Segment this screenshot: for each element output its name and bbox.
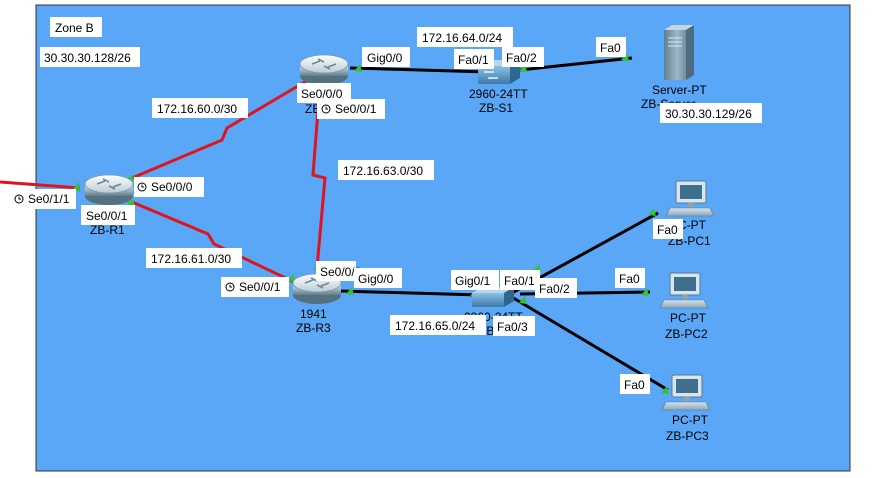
svg-text:Se0/0/1: Se0/0/1 bbox=[335, 102, 377, 116]
pc2-name: ZB-PC2 bbox=[665, 327, 708, 341]
serial-link-r1-r3 bbox=[131, 200, 297, 285]
pc1-icon[interactable] bbox=[665, 180, 715, 217]
pc3-name: ZB-PC3 bbox=[666, 429, 709, 443]
s1-model: 2960-24TT bbox=[469, 87, 528, 101]
port-r2-se001: Se0/0/1 bbox=[317, 99, 385, 119]
port-s2-fa01: Fa0/1 bbox=[500, 270, 540, 290]
network-r1-r2: 172.16.60.0/30 bbox=[152, 98, 248, 118]
svg-text:30.30.30.129/26: 30.30.30.129/26 bbox=[665, 107, 752, 121]
svg-text:Se0/0/1: Se0/0/1 bbox=[239, 280, 281, 294]
port-pc2-fa0: Fa0 bbox=[615, 268, 645, 288]
svg-text:Fa0: Fa0 bbox=[619, 272, 640, 286]
r1-name: ZB-R1 bbox=[90, 223, 125, 237]
port-r1-se001: Se0/0/1 bbox=[81, 205, 135, 225]
svg-text:Se0/0/0: Se0/0/0 bbox=[320, 265, 362, 279]
server-icon[interactable] bbox=[664, 25, 694, 80]
svg-text:Fa0/2: Fa0/2 bbox=[539, 282, 570, 296]
port-s1-fa02: Fa0/2 bbox=[502, 47, 544, 67]
port-s1-fa01: Fa0/1 bbox=[454, 49, 494, 69]
server-ip: 30.30.30.129/26 bbox=[660, 103, 762, 123]
r3-model: 1941 bbox=[300, 307, 327, 321]
pc3-model: PC-PT bbox=[672, 413, 709, 427]
ethernet-link-r3-s2 bbox=[339, 289, 481, 297]
r3-name: ZB-R3 bbox=[296, 321, 331, 335]
svg-text:172.16.64.0/24: 172.16.64.0/24 bbox=[422, 31, 502, 45]
port-r2-se000: Se0/0/0 bbox=[297, 83, 351, 103]
ethernet-link-s1-server bbox=[519, 56, 633, 72]
svg-text:Fa0: Fa0 bbox=[600, 41, 621, 55]
svg-text:Gig0/1: Gig0/1 bbox=[455, 274, 491, 288]
svg-text:Fa0/2: Fa0/2 bbox=[506, 51, 537, 65]
svg-text:Gig0/0: Gig0/0 bbox=[358, 272, 394, 286]
svg-text:172.16.63.0/30: 172.16.63.0/30 bbox=[343, 164, 423, 178]
port-r2-gig00: Gig0/0 bbox=[362, 47, 410, 67]
port-r3-se000: Se0/0/0 bbox=[316, 261, 362, 281]
svg-text:Se0/0/0: Se0/0/0 bbox=[301, 87, 343, 101]
svg-text:Fa0: Fa0 bbox=[624, 378, 645, 392]
port-r3-se001: Se0/0/1 bbox=[221, 277, 289, 297]
network-r2-lan: 172.16.64.0/24 bbox=[417, 27, 513, 47]
port-server-fa0: Fa0 bbox=[596, 37, 626, 57]
svg-text:172.16.60.0/30: 172.16.60.0/30 bbox=[157, 102, 237, 116]
svg-text:Se0/1/1: Se0/1/1 bbox=[28, 192, 70, 206]
port-r1-se011: Se0/1/1 bbox=[10, 189, 76, 209]
port-s2-fa02: Fa0/2 bbox=[535, 278, 577, 298]
pc3-icon[interactable] bbox=[661, 374, 711, 411]
svg-text:Zone B: Zone B bbox=[55, 21, 94, 35]
port-s2-fa03: Fa0/3 bbox=[493, 316, 535, 336]
pc2-icon[interactable] bbox=[659, 272, 709, 309]
serial-link-r1-r2 bbox=[131, 78, 309, 180]
svg-text:Fa0/1: Fa0/1 bbox=[504, 274, 535, 288]
svg-text:30.30.30.128/26: 30.30.30.128/26 bbox=[44, 51, 131, 65]
svg-text:172.16.65.0/24: 172.16.65.0/24 bbox=[395, 319, 475, 333]
svg-text:Se0/0/1: Se0/0/1 bbox=[86, 209, 128, 223]
svg-text:Gig0/0: Gig0/0 bbox=[367, 51, 403, 65]
serial-link-r2-r3 bbox=[311, 83, 327, 269]
router-r2-icon[interactable] bbox=[299, 54, 349, 85]
svg-text:172.16.61.0/30: 172.16.61.0/30 bbox=[151, 252, 231, 266]
serial-link-external-r1 bbox=[0, 180, 81, 190]
pc2-model: PC-PT bbox=[670, 311, 707, 325]
zone-title: Zone B bbox=[50, 17, 102, 37]
port-pc1-fa0: Fa0 bbox=[653, 219, 683, 239]
server-model: Server-PT bbox=[652, 83, 707, 97]
network-r1-r3: 172.16.61.0/30 bbox=[146, 248, 242, 268]
s1-name: ZB-S1 bbox=[479, 101, 513, 115]
svg-text:Fa0: Fa0 bbox=[657, 223, 678, 237]
ethernet-link-r2-s1 bbox=[349, 66, 489, 74]
port-r1-se000: Se0/0/0 bbox=[134, 177, 204, 197]
network-r3-lan: 172.16.65.0/24 bbox=[390, 315, 486, 335]
port-s2-gig01: Gig0/1 bbox=[451, 270, 499, 290]
zone-b-area bbox=[35, 4, 851, 472]
svg-text:Fa0/3: Fa0/3 bbox=[497, 320, 528, 334]
port-pc3-fa0: Fa0 bbox=[620, 374, 650, 394]
zone-subnet: 30.30.30.128/26 bbox=[40, 47, 140, 67]
svg-text:Fa0/1: Fa0/1 bbox=[458, 53, 489, 67]
router-r1-icon[interactable] bbox=[84, 174, 134, 205]
network-r2-r3: 172.16.63.0/30 bbox=[338, 160, 434, 180]
port-r3-gig00: Gig0/0 bbox=[354, 268, 402, 288]
svg-text:Se0/0/0: Se0/0/0 bbox=[151, 180, 193, 194]
